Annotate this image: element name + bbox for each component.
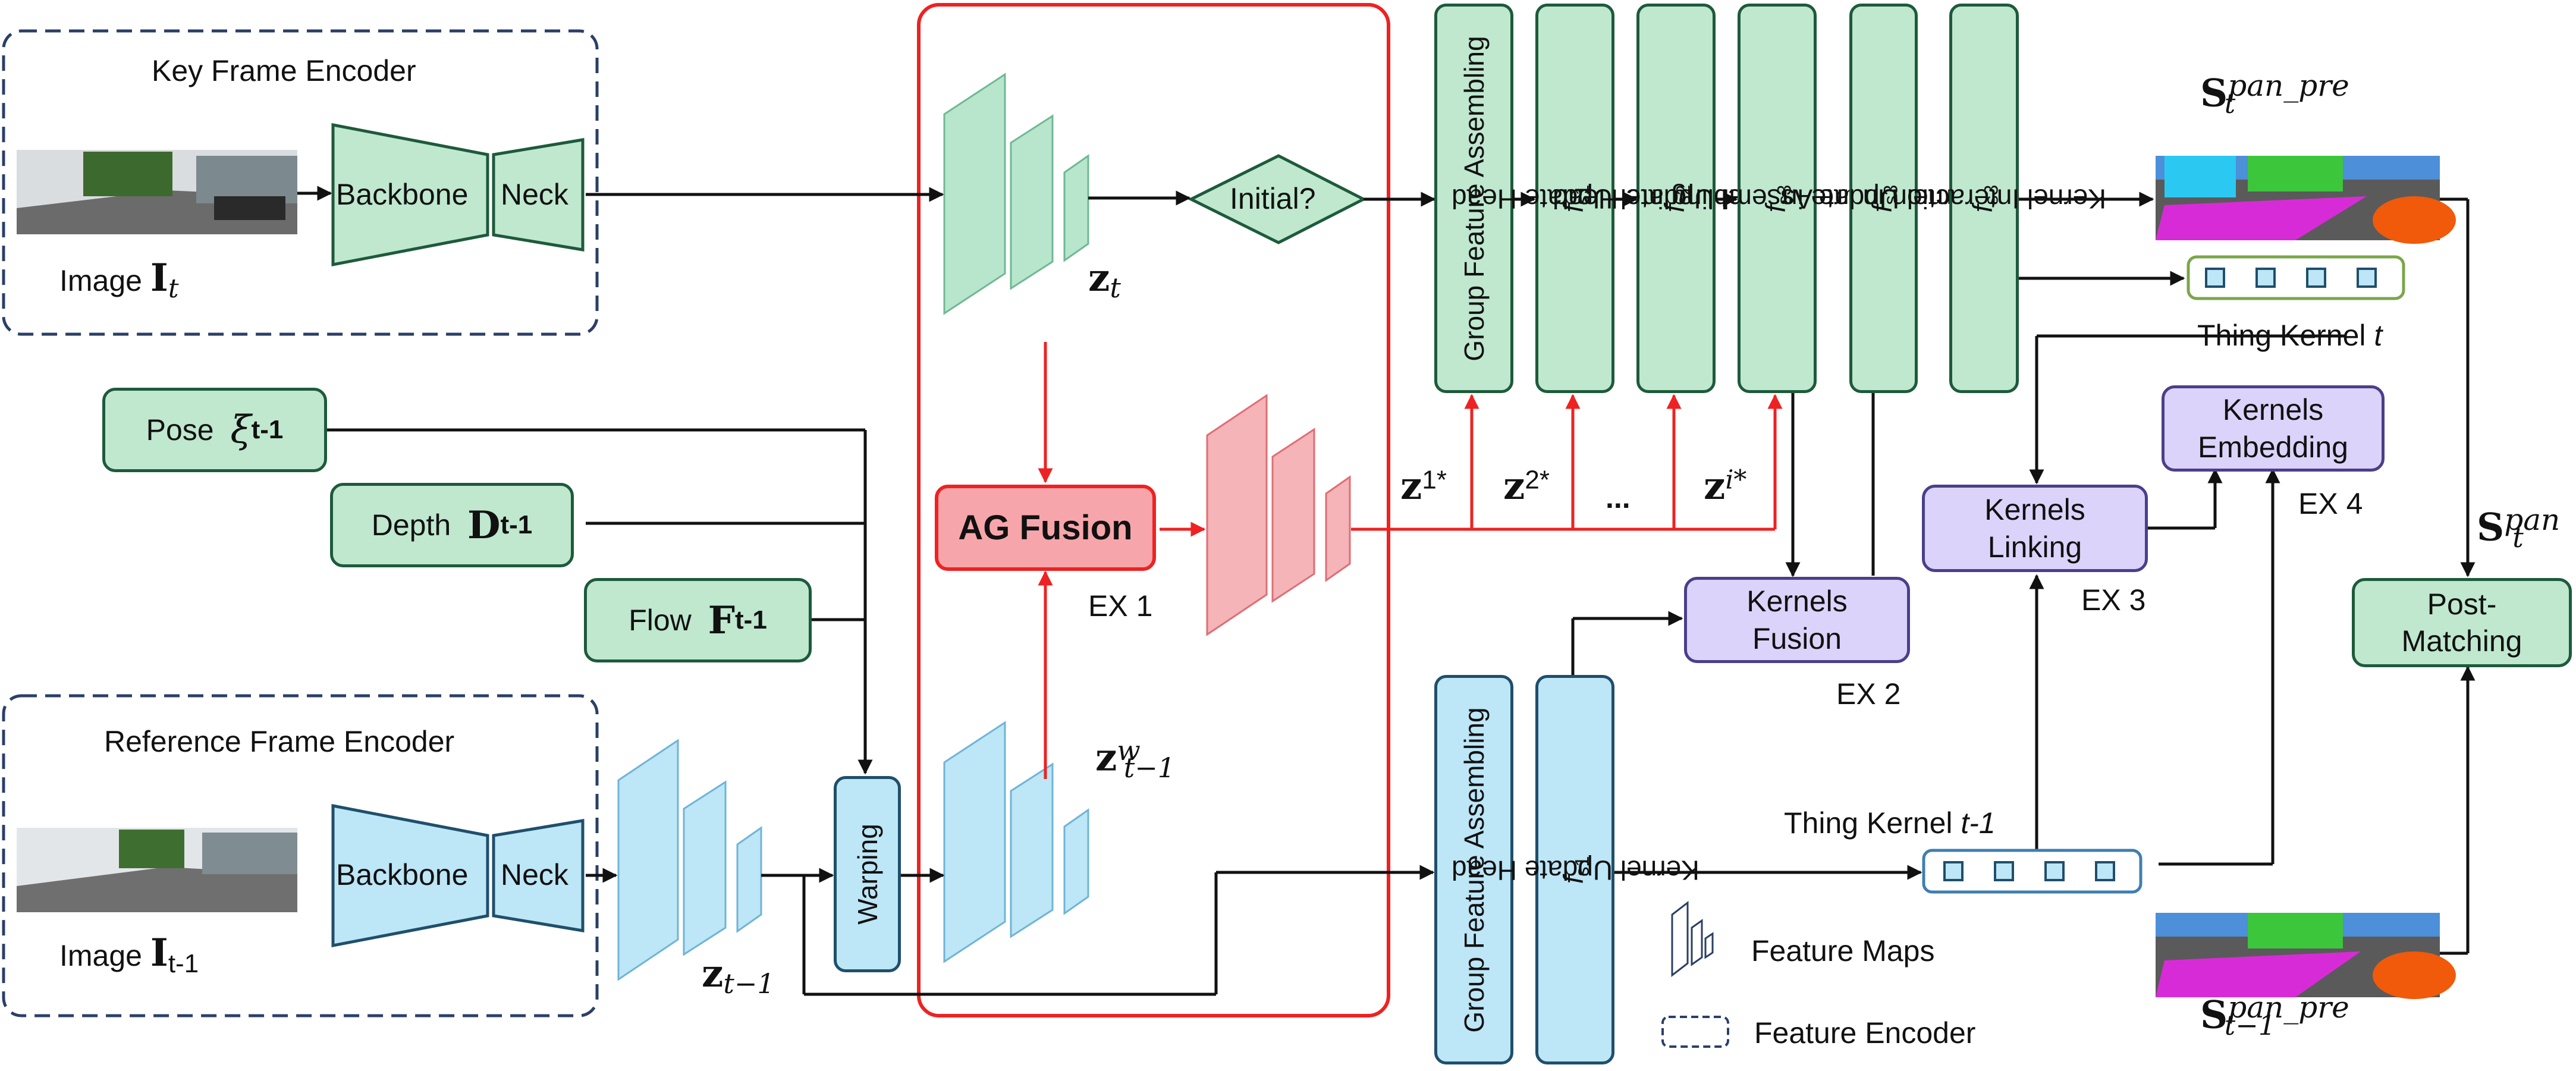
ref-neck-shape [492, 819, 585, 932]
top-kernel-interaction-s3: Kernel Interaction in fs3 [1862, 4, 2106, 393]
bottom-kernel-update-head-s1: Kernel Update Head fs1 [1451, 675, 1699, 1064]
ex2-label: EX 2 [1836, 677, 1901, 711]
kernels-fusion-box: Kernels Fusion [1684, 577, 1910, 663]
thing-kernel-t-row [2187, 255, 2405, 300]
ref-backbone-label: Backbone [336, 858, 469, 891]
ztm1-label: zt−1 [702, 951, 775, 1000]
pan-pre-tm1-image [2156, 913, 2456, 999]
ref-backbone-shape [331, 803, 489, 948]
key-neck-label: Neck [501, 178, 568, 211]
key-backbone-shape [331, 123, 489, 267]
key-encoder-title: Key Frame Encoder [152, 54, 416, 87]
pan-pre-t-image [2156, 156, 2456, 244]
ex3-label: EX 3 [2081, 583, 2146, 617]
key-image-label: Image It [59, 256, 179, 304]
zw-label: zwt−1 [1095, 734, 1176, 784]
key-frame-image [17, 150, 297, 234]
bottom-group-feature-assembling: Group Feature Assembling [1434, 675, 1513, 1064]
s-pan-pre-tm1-label: Span_pret−1 [2200, 990, 2349, 1041]
kernels-linking-box: Kernels Linking [1922, 485, 2148, 572]
zi-label: zi* [1704, 464, 1747, 508]
z2-label: z2* [1503, 464, 1550, 508]
zw-feature-stack [943, 721, 1089, 963]
z-dots-label: ... [1606, 481, 1631, 514]
zt-label: zt [1088, 256, 1121, 304]
ex4-label: EX 4 [2298, 487, 2363, 520]
legend-feature-maps-icon [1671, 900, 1714, 978]
key-neck-shape [492, 138, 585, 252]
ref-frame-image [17, 828, 297, 912]
ag-fusion-box: AG Fusion [935, 485, 1156, 571]
top-feature-assembling-s3: Feature Assembling in fs3 [1642, 4, 1912, 393]
top-kernel-update-s3: Kernel Update in fs3 [1782, 4, 1986, 393]
key-encoder-frame [2, 29, 599, 336]
ztm1-feature-stack [617, 739, 762, 981]
ref-neck-label: Neck [501, 858, 568, 891]
top-kernel-update-head-s1: Kernel Update Head fs1 [1451, 4, 1699, 393]
s-pan-pre-t-label: Span_pret [2200, 68, 2349, 120]
ex1-label: EX 1 [1088, 589, 1153, 623]
ref-image-label: Image It-1 [59, 931, 199, 978]
kernels-embedding-box: Kernels Embedding [2162, 385, 2385, 472]
post-matching-box: Post-Matching [2352, 578, 2572, 667]
initial-label: Initial? [1230, 182, 1316, 215]
zt-feature-stack [943, 73, 1089, 315]
thing-kernel-t-label: Thing Kernel t [2197, 319, 2383, 352]
z1-label: z1* [1400, 464, 1447, 508]
legend-feature-encoder-label: Feature Encoder [1754, 1016, 1976, 1050]
fused-feature-stack [1206, 394, 1351, 636]
fusion-panel [917, 3, 1390, 1017]
thing-kernel-tm1-row [1922, 849, 2143, 894]
s-pan-t-label: Spant [2477, 502, 2561, 554]
legend-feature-encoder-icon [1661, 1016, 1729, 1048]
warping-box: Warping [834, 776, 901, 972]
ref-encoder-frame [2, 694, 599, 1017]
thing-kernel-tm1-label: Thing Kernel t-1 [1784, 806, 1996, 840]
ref-encoder-title: Reference Frame Encoder [104, 725, 455, 758]
key-backbone-label: Backbone [336, 178, 469, 211]
top-kernel-update-head-s2: Kernel Update Head fs2 [1552, 4, 1800, 393]
top-group-feature-assembling: Group Feature Assembling [1434, 4, 1513, 393]
legend-feature-maps-label: Feature Maps [1751, 934, 1935, 968]
